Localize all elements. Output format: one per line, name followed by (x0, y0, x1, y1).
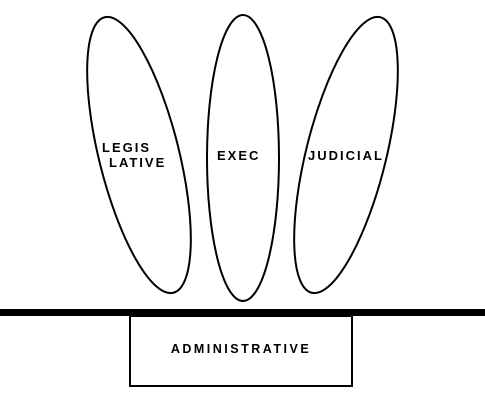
executive-ellipse (206, 14, 280, 302)
judicial-branch: JUDICIAL (293, 15, 399, 295)
judicial-ellipse (293, 15, 399, 295)
foundation-line (0, 309, 485, 316)
judicial-label: JUDICIAL (308, 148, 384, 163)
legislative-label-line1: LEGIS (102, 140, 151, 155)
administrative-box-frame (129, 315, 353, 387)
administrative-box: ADMINISTRATIVE (129, 315, 353, 387)
legislative-branch: LEGIS LATIVE (86, 15, 192, 295)
executive-branch: EXEC (206, 14, 280, 302)
executive-label: EXEC (217, 148, 260, 163)
legislative-ellipse (86, 15, 192, 295)
administrative-label: ADMINISTRATIVE (171, 342, 311, 356)
legislative-label-line2: LATIVE (109, 155, 166, 170)
